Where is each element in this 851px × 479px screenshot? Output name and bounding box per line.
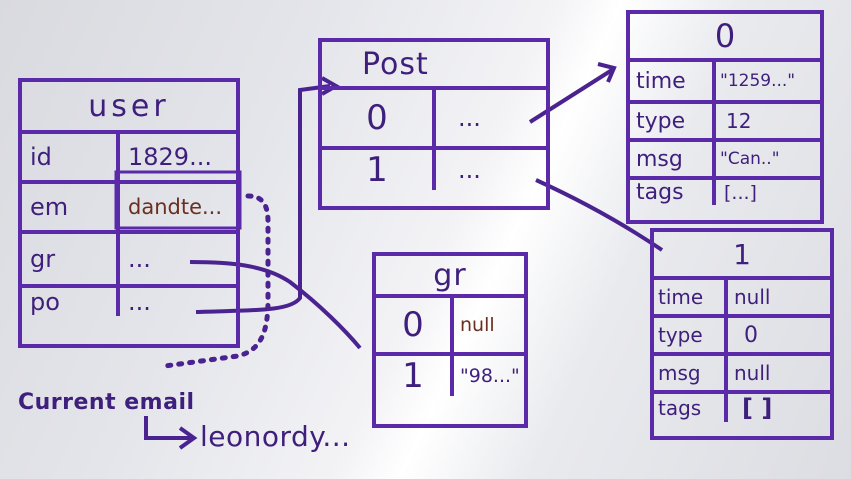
table-row: tags [ ] xyxy=(654,394,830,422)
post-1-key-type: type xyxy=(654,318,728,352)
post0-to-table0-arrow xyxy=(528,68,614,124)
table-row: msg null xyxy=(654,356,830,394)
post-1-value-time: null xyxy=(734,285,771,309)
post-0-key-msg: msg xyxy=(630,142,716,176)
gr-to-gr-table-line xyxy=(189,260,362,350)
table-row: time null xyxy=(654,280,830,318)
user-value-gr: ... xyxy=(128,245,151,273)
current-email-value: leonordy... xyxy=(200,420,351,453)
user-value-em: dandte... xyxy=(128,195,223,219)
post-value-1: ... xyxy=(458,156,481,184)
post-key-0: 0 xyxy=(322,90,436,146)
table-row: 0 null xyxy=(376,298,524,356)
post-0-key-time: time xyxy=(630,62,716,100)
current-email-hook-arrowhead xyxy=(178,426,198,450)
current-email-label: Current email xyxy=(18,390,195,415)
table-row: time "1259..." xyxy=(630,62,820,104)
post1-to-table1-line xyxy=(535,178,664,252)
user-key-gr: gr xyxy=(22,234,120,284)
post-1-value-type: 0 xyxy=(744,322,758,348)
gr-value-0: null xyxy=(460,314,495,336)
current-email-hook-arrow xyxy=(144,416,192,440)
table-row: 1 ... xyxy=(322,150,546,190)
post-0-table: 0 time "1259..." type 12 msg "Can.." tag… xyxy=(626,10,824,224)
table-row: id 1829... xyxy=(22,134,236,184)
post-0-value-tags: [...] xyxy=(724,181,757,204)
post-1-key-tags: tags xyxy=(654,394,728,422)
gr-key-1: 1 xyxy=(376,356,454,396)
post-0-key-type: type xyxy=(630,104,716,138)
gr-value-1: "98..." xyxy=(460,365,520,387)
post-1-table-title: 1 xyxy=(654,232,830,280)
post0-to-table0-arrowhead xyxy=(597,62,617,83)
post-0-value-time: "1259..." xyxy=(720,71,796,91)
post-1-key-msg: msg xyxy=(654,356,728,390)
table-row: msg "Can.." xyxy=(630,142,820,180)
table-row: em dandte... xyxy=(22,184,236,234)
po-to-post-arrow xyxy=(195,84,331,314)
user-value-po: ... xyxy=(128,288,151,316)
post-0-table-title: 0 xyxy=(630,14,820,62)
post-table-title: Post xyxy=(322,42,546,90)
user-table-title: user xyxy=(22,82,236,134)
table-row: gr ... xyxy=(22,234,236,288)
post-key-1: 1 xyxy=(322,150,436,190)
gr-table: gr 0 null 1 "98..." xyxy=(372,252,528,428)
user-key-id: id xyxy=(22,134,120,180)
gr-table-title: gr xyxy=(376,256,524,298)
table-row: 1 "98..." xyxy=(376,356,524,396)
post-0-key-tags: tags xyxy=(630,180,716,205)
user-value-id: 1829... xyxy=(128,143,212,171)
table-row: po ... xyxy=(22,288,236,316)
table-row: type 12 xyxy=(630,104,820,142)
post-0-value-type: 12 xyxy=(726,109,752,133)
table-row: type 0 xyxy=(654,318,830,356)
post-1-value-msg: null xyxy=(734,361,771,385)
post-1-key-time: time xyxy=(654,280,728,314)
table-row: 0 ... xyxy=(322,90,546,150)
gr-key-0: 0 xyxy=(376,298,454,352)
user-key-po: po xyxy=(22,288,120,316)
post-0-value-msg: "Can.." xyxy=(720,149,780,169)
post-value-0: ... xyxy=(458,104,481,132)
post-1-table: 1 time null type 0 msg null tags [ ] xyxy=(650,228,834,440)
em-to-current-email-dotted-line xyxy=(162,193,271,369)
post-table: Post 0 ... 1 ... xyxy=(318,38,550,210)
user-key-em: em xyxy=(22,184,120,230)
post-1-value-tags: [ ] xyxy=(742,394,773,422)
table-row: tags [...] xyxy=(630,180,820,205)
user-table: user id 1829... em dandte... gr ... po .… xyxy=(18,78,240,348)
